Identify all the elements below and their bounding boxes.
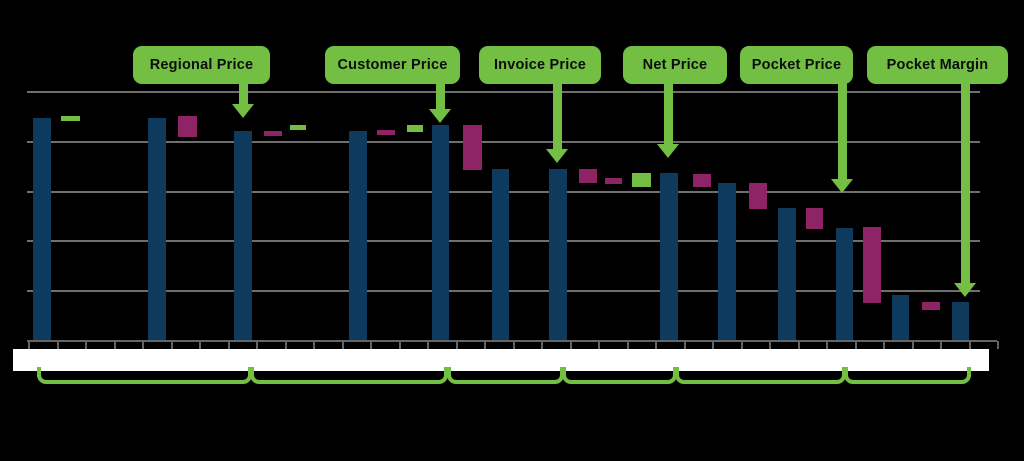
deduction-float-bar <box>605 177 622 184</box>
x-axis-tick <box>313 341 315 349</box>
x-axis-tick <box>456 341 458 349</box>
milestone-bar <box>718 182 736 341</box>
x-axis-tick <box>28 341 30 349</box>
milestone-bar-pocket-margin <box>952 301 969 341</box>
x-axis-tick <box>114 341 116 349</box>
addition-float-bar <box>407 125 423 133</box>
x-axis-tick <box>684 341 686 349</box>
milestone-bar <box>33 117 51 341</box>
milestone-bar-invoice-price <box>549 168 567 341</box>
deduction-float-bar <box>806 208 823 229</box>
addition-float-bar <box>290 125 306 131</box>
x-axis-tick <box>769 341 771 349</box>
x-axis-tick <box>256 341 258 349</box>
deduction-float-bar <box>579 168 597 183</box>
x-axis-tick <box>57 341 59 349</box>
x-axis-tick <box>997 341 999 349</box>
milestone-bar-regional-price <box>234 131 252 341</box>
x-axis-tick <box>199 341 201 349</box>
x-axis-tick <box>342 341 344 349</box>
x-axis-tick <box>228 341 230 349</box>
x-axis-tick <box>712 341 714 349</box>
x-axis-tick <box>427 341 429 349</box>
x-axis-tick <box>484 341 486 349</box>
x-axis-tick <box>285 341 287 349</box>
x-axis-tick <box>940 341 942 349</box>
deduction-float-bar <box>863 227 881 303</box>
axis-label-mask <box>13 349 989 371</box>
x-axis-tick <box>655 341 657 349</box>
x-axis-tick <box>969 341 971 349</box>
deduction-float-bar <box>463 125 482 170</box>
deduction-float-bar <box>178 115 197 138</box>
milestone-bar-customer-price <box>432 125 449 341</box>
x-axis-line <box>27 340 997 342</box>
milestone-bar <box>349 131 367 341</box>
x-axis-tick <box>541 341 543 349</box>
x-axis-tick <box>513 341 515 349</box>
group-bracket <box>447 367 564 384</box>
x-axis-tick <box>798 341 800 349</box>
group-bracket <box>37 367 252 384</box>
x-axis-tick <box>883 341 885 349</box>
x-axis-tick <box>85 341 87 349</box>
deduction-float-bar <box>749 182 767 209</box>
x-axis-tick <box>171 341 173 349</box>
deduction-float-bar <box>922 301 940 311</box>
x-axis-tick <box>570 341 572 349</box>
gridline <box>27 91 980 93</box>
milestone-bar <box>892 294 909 341</box>
x-axis-tick <box>912 341 914 349</box>
gridline <box>27 140 980 143</box>
addition-float-bar <box>632 172 651 188</box>
x-axis-tick <box>627 341 629 349</box>
group-bracket <box>250 367 448 384</box>
x-axis-tick <box>142 341 144 349</box>
milestone-bar-pocket-price <box>836 228 853 341</box>
deduction-float-bar <box>693 173 711 188</box>
addition-float-bar <box>61 115 80 121</box>
milestone-bar <box>492 168 509 341</box>
group-bracket <box>562 367 677 384</box>
x-axis-tick <box>826 341 828 349</box>
milestone-bar <box>778 208 796 341</box>
group-bracket <box>675 367 846 384</box>
x-axis-tick <box>598 341 600 349</box>
milestone-bar-net-price <box>660 172 678 341</box>
milestone-bar <box>148 117 166 341</box>
group-bracket <box>844 367 971 384</box>
x-axis-tick <box>399 341 401 349</box>
deduction-float-bar <box>264 131 282 137</box>
deduction-float-bar <box>377 130 395 136</box>
x-axis-tick <box>370 341 372 349</box>
x-axis-tick <box>855 341 857 349</box>
x-axis-tick <box>741 341 743 349</box>
